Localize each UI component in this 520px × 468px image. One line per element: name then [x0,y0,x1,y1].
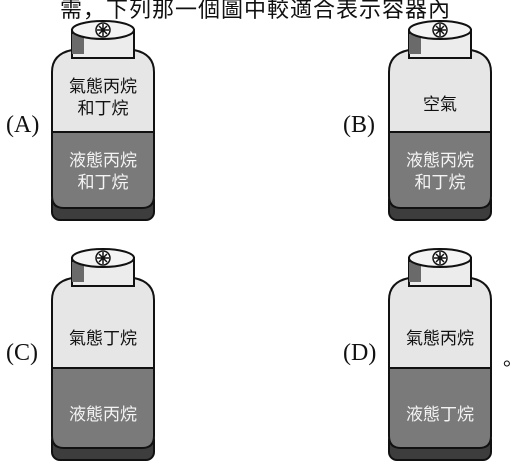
option-a-label: (A) [6,112,40,138]
option-b-label: (B) [343,112,375,138]
cylinder-d: 氣態丙烷 液態丁烷 [387,242,493,464]
lower-band-text: 液態丙烷 和丁烷 [69,151,137,193]
option-d-label: (D) [343,340,377,366]
lower-band-text: 液態丙烷 和丁烷 [406,151,474,193]
end-punctuation: 。 [503,342,520,371]
lower-band-text: 液態丙烷 [69,405,137,425]
cylinder-c: 氣態丁烷 液態丙烷 [50,242,156,464]
gas-cylinder-a-icon [51,20,155,221]
upper-band-text: 氣態丙烷 [406,329,474,349]
gas-cylinder-c-icon [51,248,155,461]
upper-band-text: 空氣 [423,95,457,115]
cylinder-a: 氣態丙烷 和丁烷 液態丙烷 和丁烷 [50,14,156,224]
question-text: 需，下列那一個圖中較適合表示容器內 [60,0,452,23]
gas-cylinder-b-icon [388,20,492,221]
gas-cylinder-d-icon [388,248,492,461]
lower-band-text: 液態丁烷 [406,405,474,425]
cylinder-b: 空氣 液態丙烷 和丁烷 [387,14,493,224]
upper-band-text: 氣態丙烷 和丁烷 [69,77,137,119]
upper-band-text: 氣態丁烷 [69,329,137,349]
option-c-label: (C) [6,340,38,366]
